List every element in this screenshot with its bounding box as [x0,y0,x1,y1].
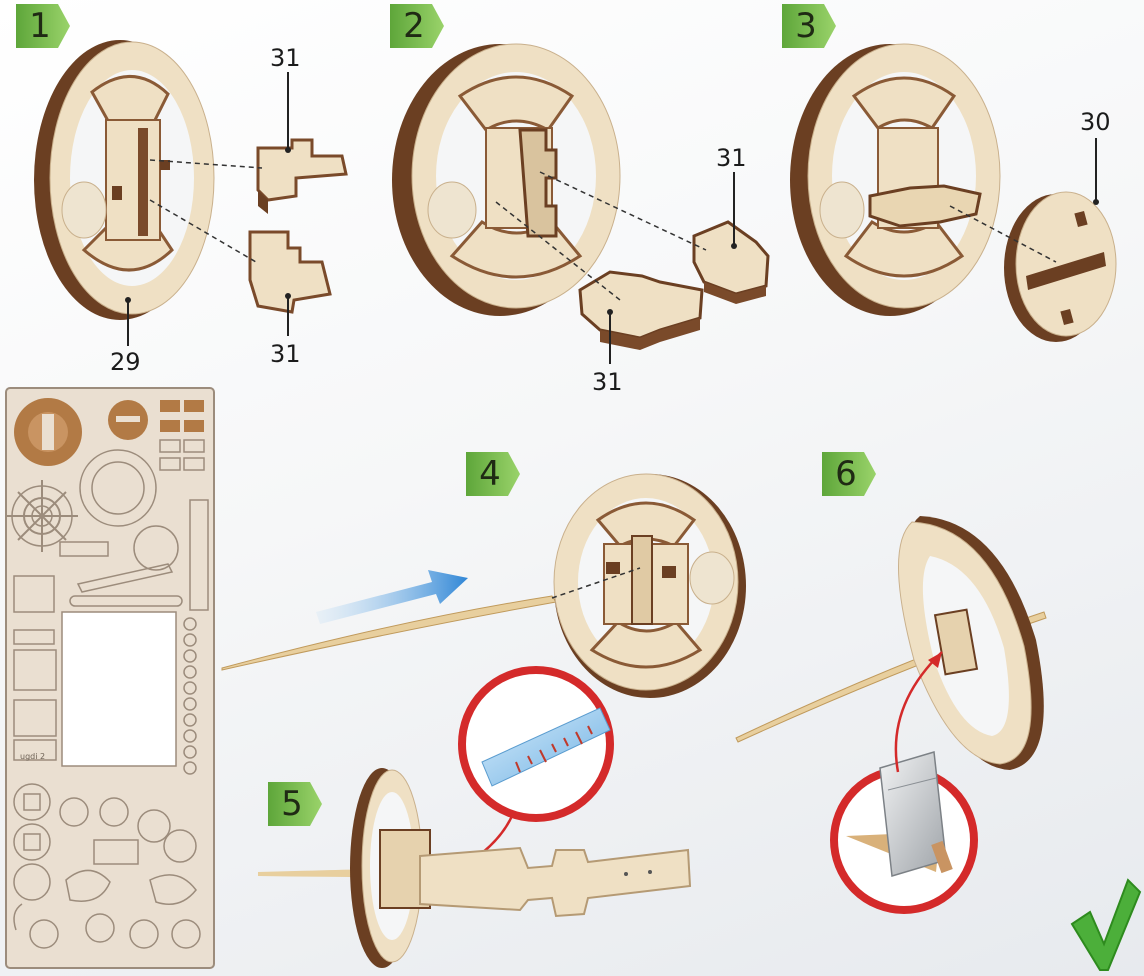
step2-wheel [392,44,620,316]
step1-piece-top [258,140,346,214]
step2-piece-right [694,222,768,304]
step6-wheel [898,516,1043,770]
step5-measuring-strip [420,848,690,916]
part-label-31: 31 [270,44,301,72]
step1-piece-bottom [250,232,330,312]
step5-magnifier [462,670,610,818]
part-label-31: 31 [716,144,747,172]
step-number: 1 [18,5,62,47]
step6-magnifier [834,752,974,910]
step-number: 2 [392,5,436,47]
step-1-badge: 1 [18,5,76,47]
step4-toothpick [222,596,556,670]
part-label-31: 31 [270,340,301,368]
step-number: 5 [270,783,314,825]
step-2-badge: 2 [392,5,450,47]
step-number: 6 [824,453,868,495]
step5-wheel [350,768,430,968]
step-number: 4 [468,453,512,495]
step-3-badge: 3 [784,5,842,47]
step3-wheel [790,44,1000,316]
done-check-icon [1072,880,1140,970]
step3-cap [1004,192,1116,342]
step4-wheel [554,474,746,698]
part-label-31: 31 [592,368,623,396]
part-label-30: 30 [1080,108,1111,136]
step-number: 3 [784,5,828,47]
sheet-marking: ugdi 2 [20,752,45,761]
step-4-badge: 4 [468,453,526,495]
step-6-badge: 6 [824,453,882,495]
step1-wheel [34,40,214,320]
part-label-29: 29 [110,348,141,376]
step-5-badge: 5 [270,783,328,825]
plywood-sheet [6,388,214,968]
